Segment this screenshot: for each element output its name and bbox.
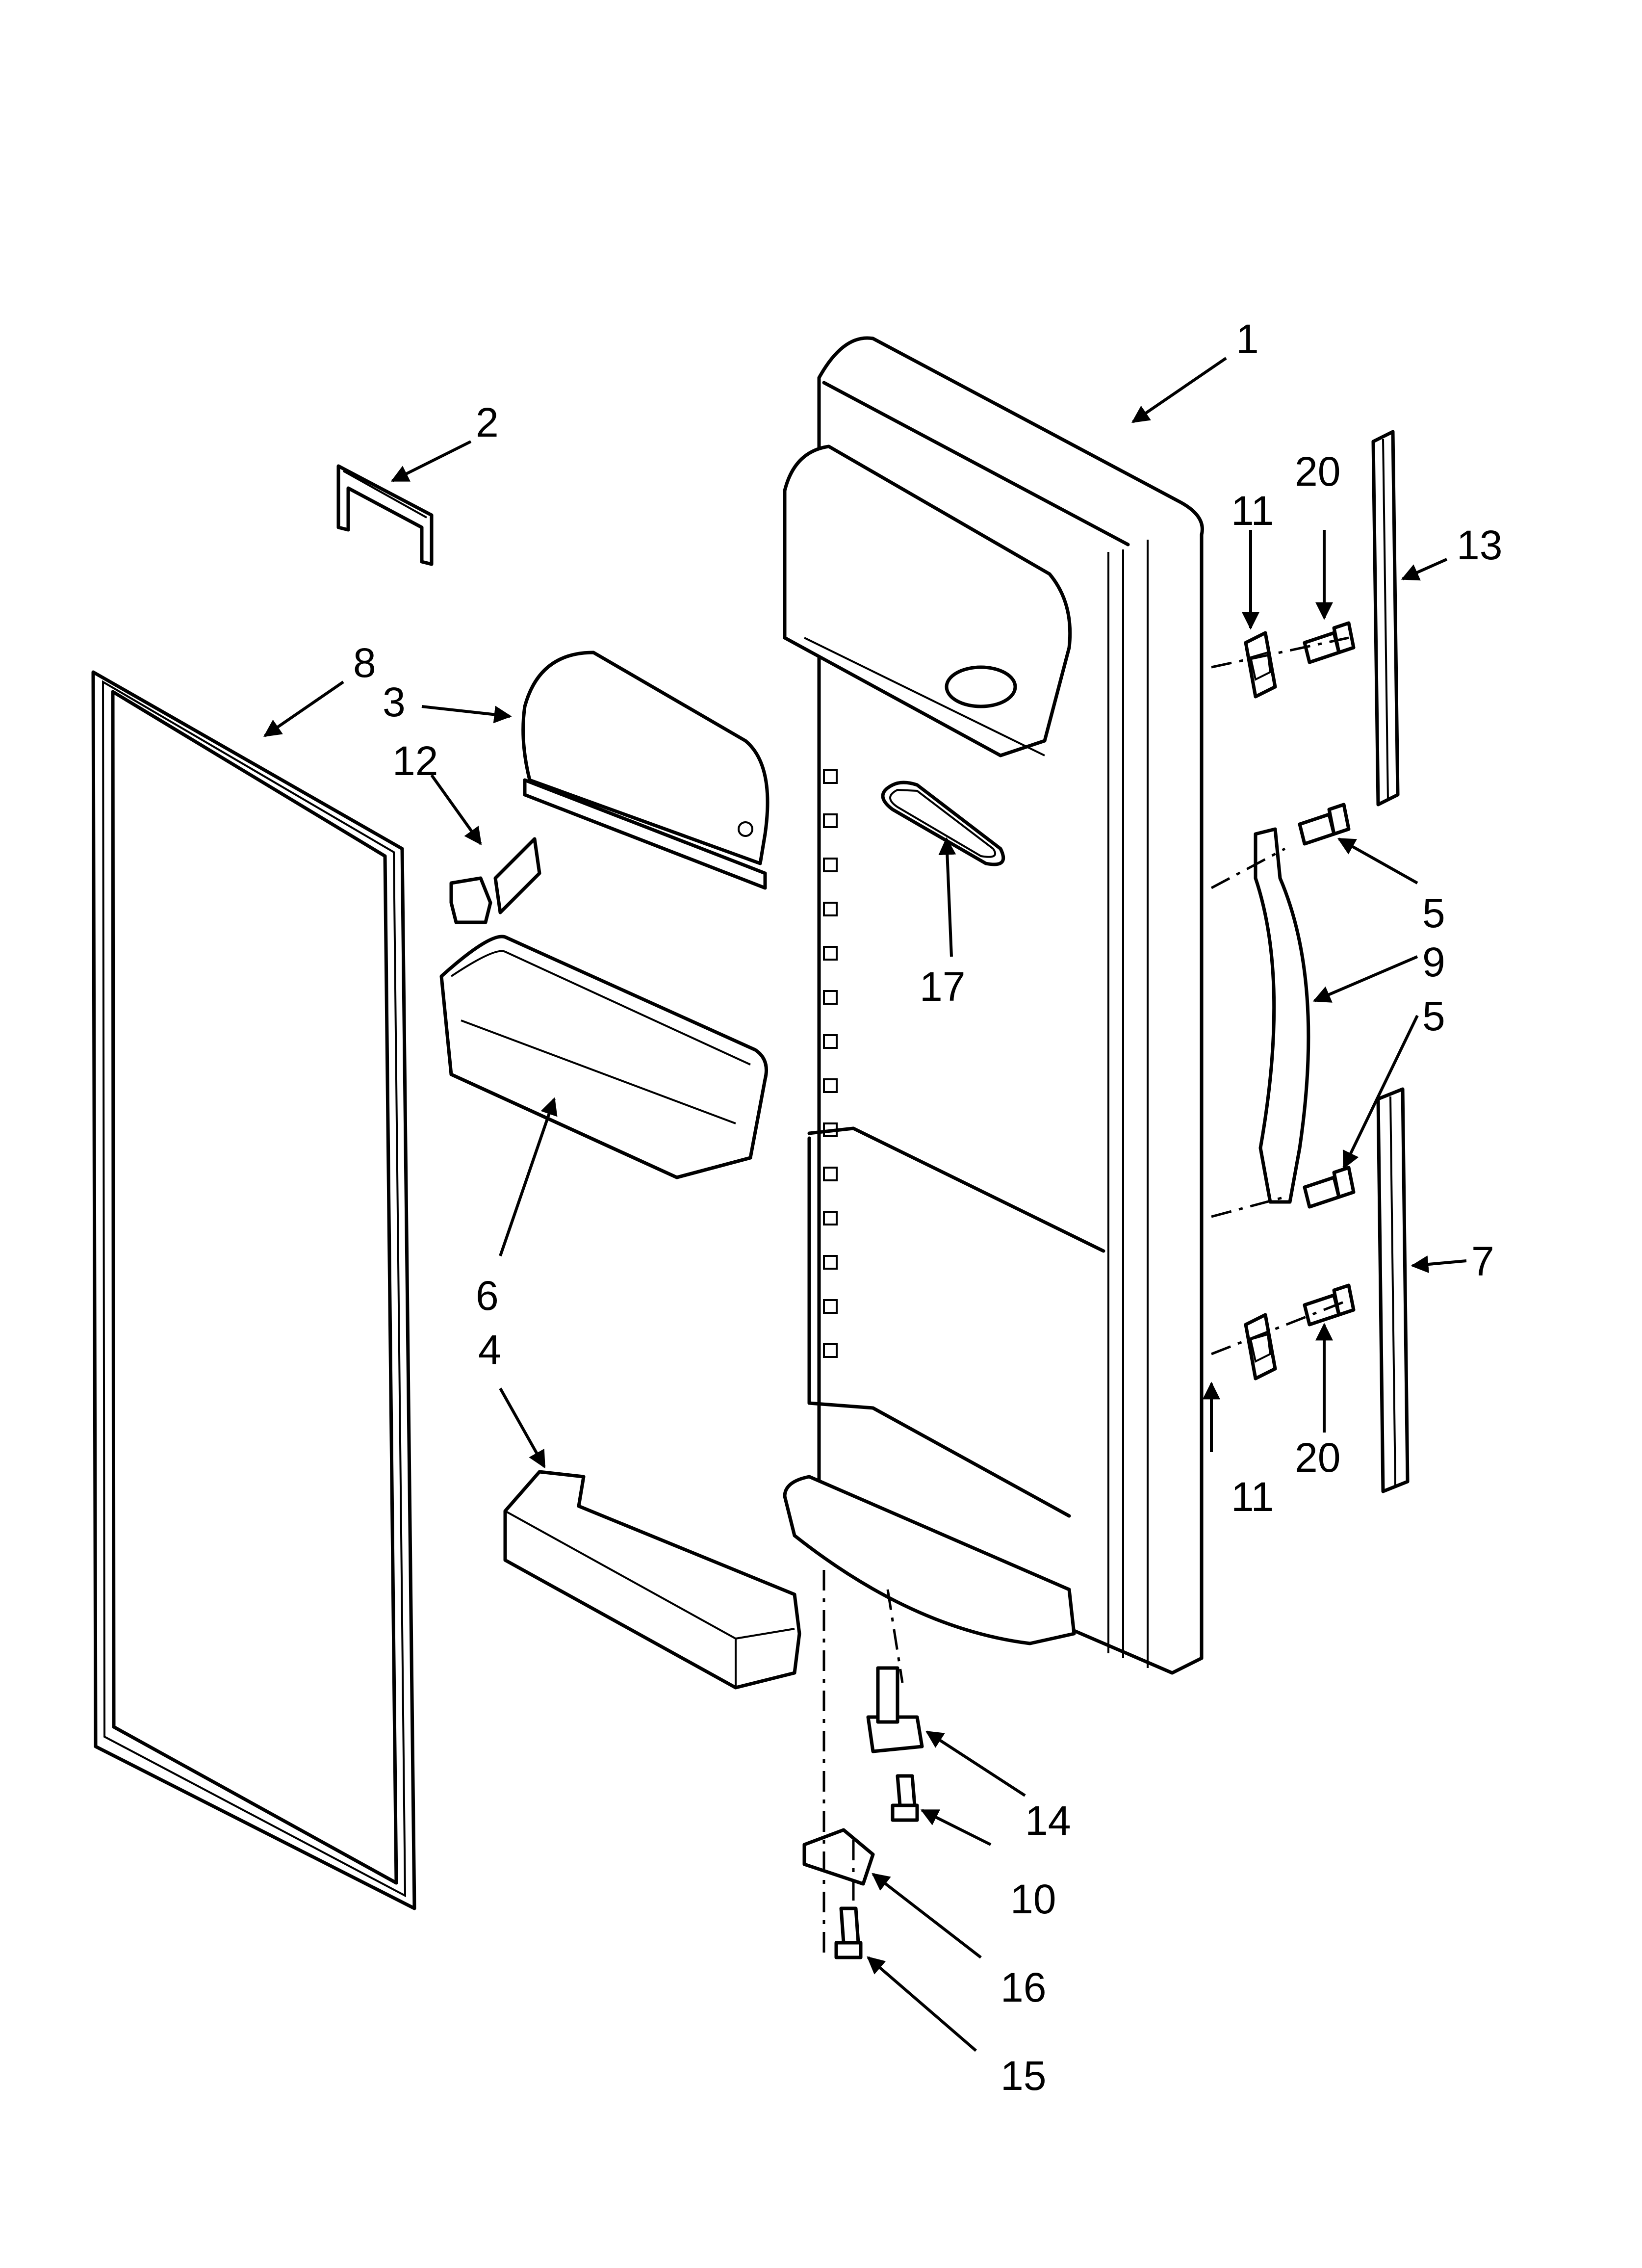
callout-14: 14 xyxy=(1025,1798,1071,1844)
callout-4: 4 xyxy=(478,1327,501,1373)
clip-part-11-lower xyxy=(1244,1313,1277,1381)
callout-5-lower: 5 xyxy=(1422,993,1445,1039)
callout-11-upper: 11 xyxy=(1231,488,1274,534)
callout-10: 10 xyxy=(1010,1876,1056,1922)
door-assembly-part-1 xyxy=(783,336,1204,1675)
cover-part-3 xyxy=(521,651,770,890)
door-gasket xyxy=(91,670,416,1910)
screw-part-5-lower xyxy=(1303,1166,1356,1209)
oval-part-17 xyxy=(881,781,1005,866)
callout-20-upper: 20 xyxy=(1295,448,1340,495)
callout-2: 2 xyxy=(476,399,499,445)
callout-16: 16 xyxy=(1001,1964,1046,2010)
callout-labels: 1 2 3 8 12 6 4 17 11 20 13 5 9 5 7 11 20… xyxy=(353,316,1502,2099)
door-bin-part-6 xyxy=(439,935,768,1179)
leader-lines xyxy=(263,357,1467,2052)
screw-part-20-upper xyxy=(1303,621,1356,664)
hinge-pin-part-14 xyxy=(866,1666,924,1753)
bracket-part-2 xyxy=(336,464,434,566)
callout-6: 6 xyxy=(476,1273,499,1319)
callout-5-upper: 5 xyxy=(1422,890,1445,936)
callout-8: 8 xyxy=(353,640,376,686)
callout-17: 17 xyxy=(920,964,965,1010)
callout-20-lower: 20 xyxy=(1295,1434,1340,1481)
callout-13: 13 xyxy=(1457,522,1502,568)
callout-11-lower: 11 xyxy=(1231,1474,1274,1520)
trim-strip-part-7 xyxy=(1376,1087,1410,1493)
trim-strip-part-13 xyxy=(1371,430,1400,807)
callout-9: 9 xyxy=(1422,939,1445,985)
screw-part-10 xyxy=(891,1774,919,1822)
callout-7: 7 xyxy=(1471,1238,1494,1284)
callout-15: 15 xyxy=(1001,2053,1046,2099)
screw-part-15 xyxy=(834,1906,863,1959)
handle-part-9 xyxy=(1254,827,1310,1204)
callout-1: 1 xyxy=(1236,316,1259,362)
door-pegs xyxy=(823,769,838,1358)
callout-3: 3 xyxy=(383,679,406,725)
callout-12: 12 xyxy=(392,738,438,784)
clip-part-11-upper xyxy=(1244,631,1277,699)
center-lines xyxy=(822,636,1349,1953)
shelf-rail-part-4 xyxy=(503,1470,801,1690)
clip-part-12 xyxy=(449,837,541,924)
bracket-part-16 xyxy=(802,1828,875,1886)
screw-part-5-upper xyxy=(1298,803,1351,846)
screw-part-20-lower xyxy=(1303,1283,1356,1327)
